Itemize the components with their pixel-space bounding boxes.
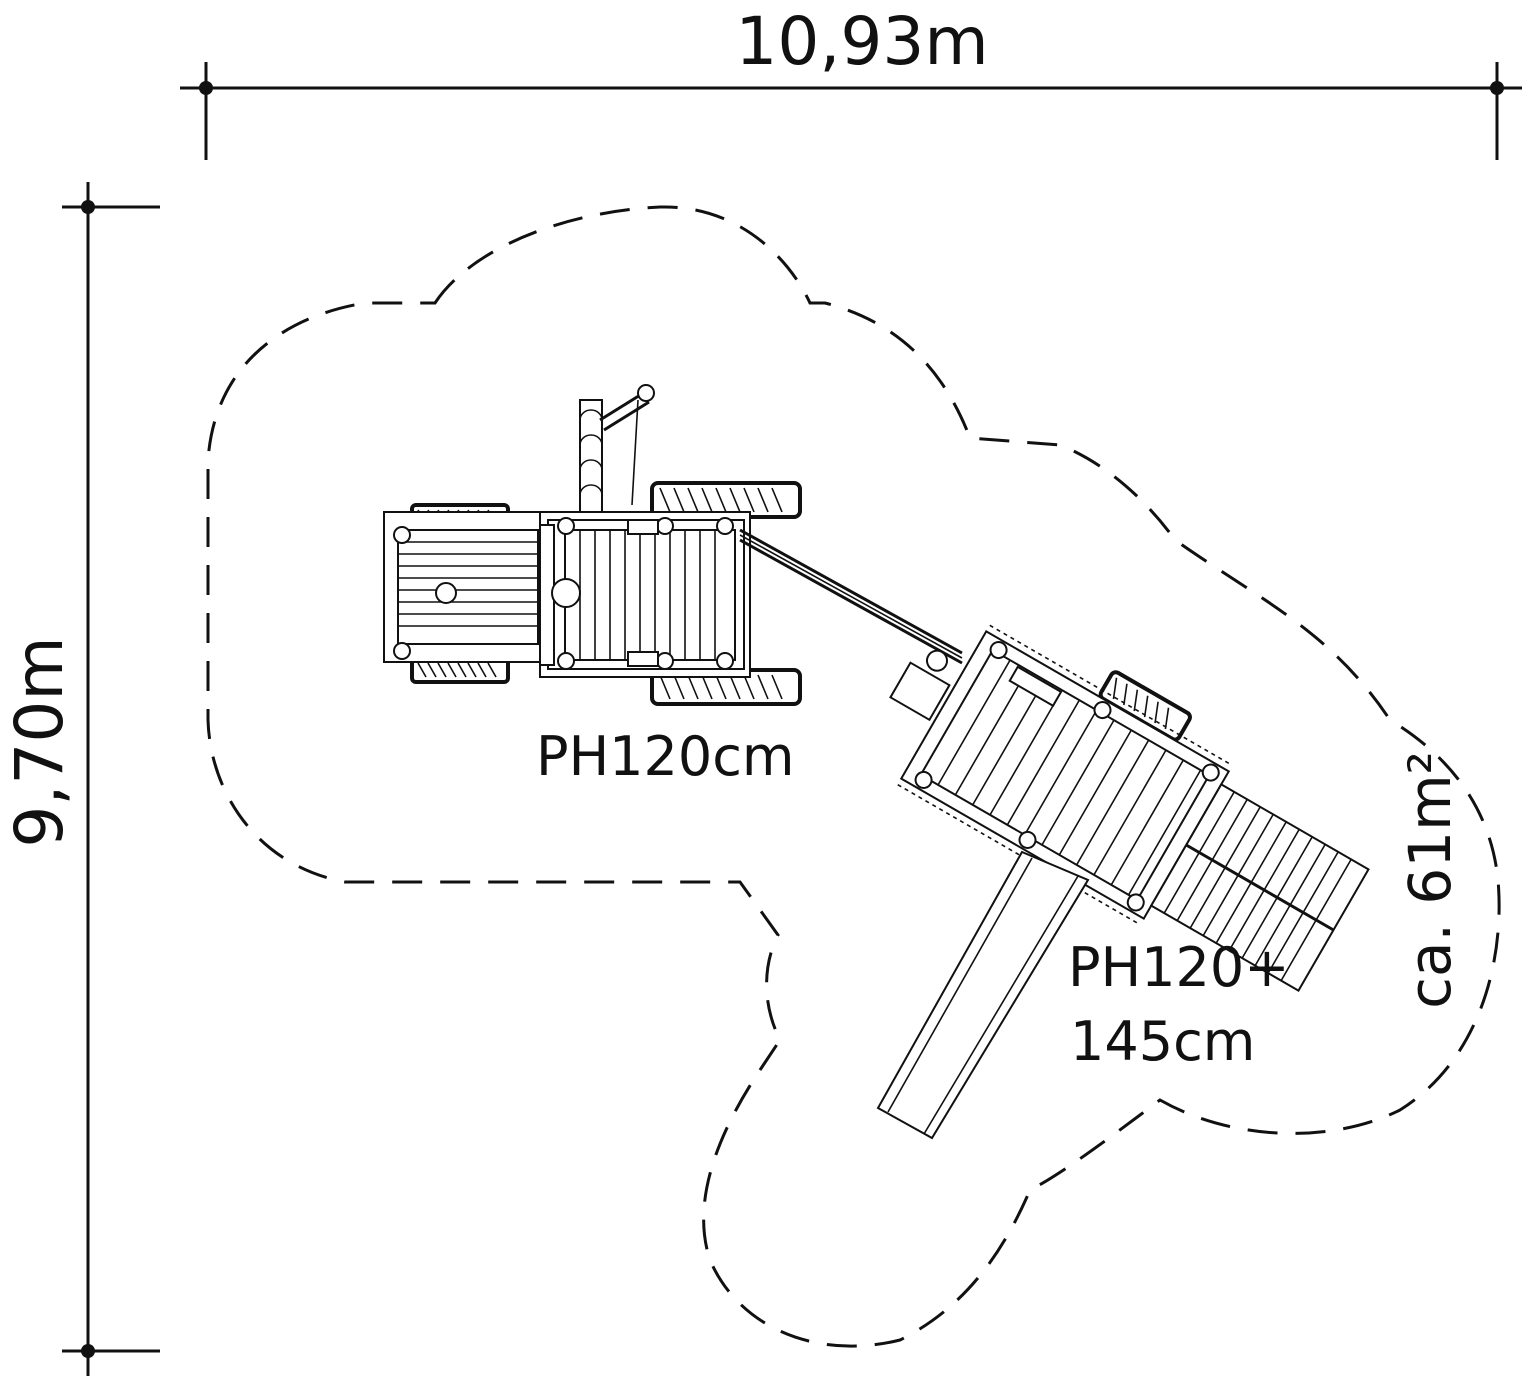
height-dimension: 9,70m [1,182,160,1376]
tower2-structure [889,624,1370,992]
connecting-bridge [739,528,963,665]
safety-zone-outline [206,205,1501,1348]
height-label: 9,70m [1,636,78,847]
width-dimension: 10,93m [180,3,1522,160]
slide [876,850,1090,1140]
area-label: ca. 61m² [1396,751,1464,1009]
tower1-structure [383,384,802,706]
width-label: 10,93m [735,3,988,80]
tower2-height-label-line1: PH120+ [1068,936,1289,999]
tower1-height-label: PH120cm [536,725,795,788]
tyre-icon [650,668,802,706]
tyre-icon [410,656,510,684]
tower2-height-label-line2: 145cm [1070,1010,1255,1073]
